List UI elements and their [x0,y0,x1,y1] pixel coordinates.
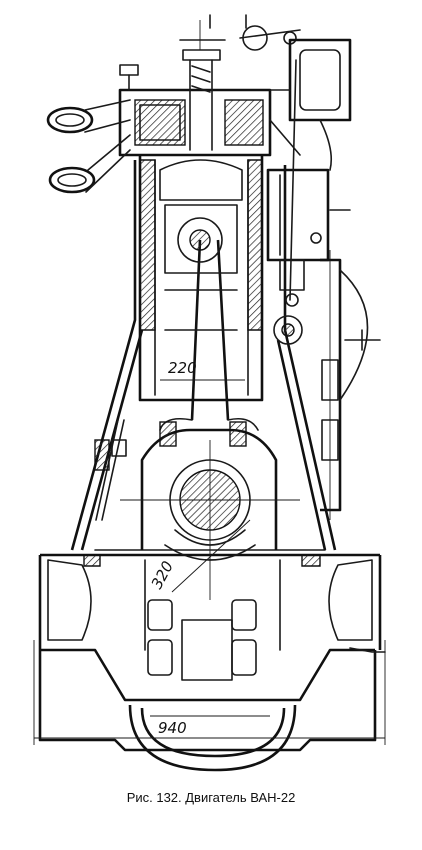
crank-radius-dimension: 320 [148,558,177,592]
crank-chamber [120,428,300,600]
exhaust-pipes [46,99,131,194]
engine-base-frame [33,640,386,772]
base-width-dimension: 940 [158,719,187,737]
cylinder-block [138,155,264,402]
cylinder-head [118,14,301,157]
crankcase [38,549,382,681]
intake-manifold [269,38,352,171]
fuel-pump [266,59,351,345]
gear-housing [320,250,381,520]
engine-cross-section-drawing: 220 320 940 [33,14,386,772]
figure-caption: Рис. 132. Двигатель ВАН-22 [126,790,296,805]
connecting-rod [159,217,259,447]
cylinder-bore-dimension: 220 [168,359,197,377]
